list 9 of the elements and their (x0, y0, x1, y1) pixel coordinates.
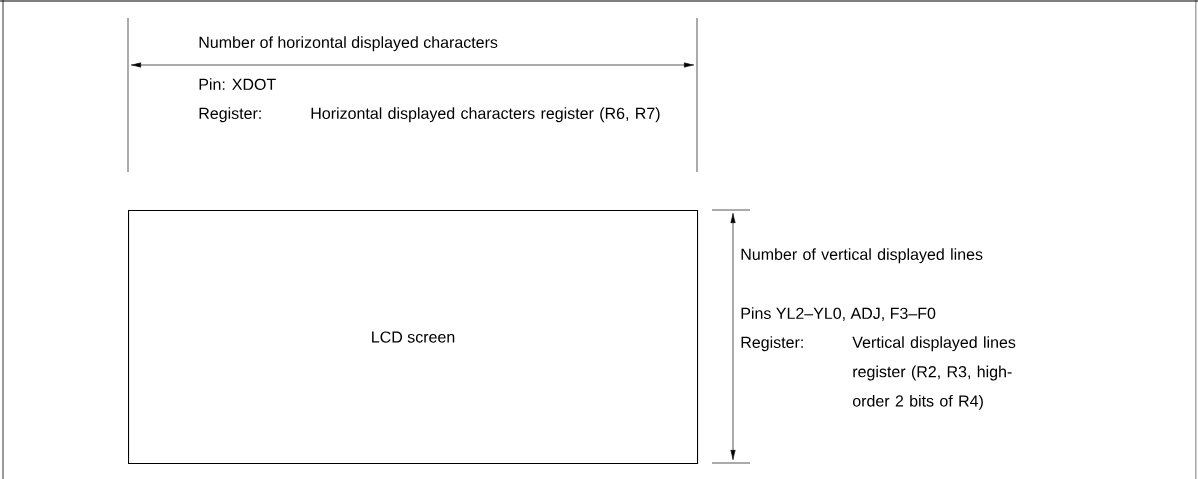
label-text: Vertical displayed lines register (R2, R3, high-order 2 bits of R4) (852, 336, 1016, 410)
label-text: Pins YL2–YL0, ADJ, F3–F0 (741, 307, 936, 321)
label-text: Number of vertical displayed lines (741, 248, 983, 264)
screen-box: LCD screen (128, 210, 699, 465)
label-text: Register: (199, 107, 261, 123)
label-text: Pin: XDOT (199, 78, 276, 90)
label-text: Register: (741, 336, 803, 352)
label-text: Number of horizontal displayed characters (199, 36, 498, 52)
label-text: Horizontal displayed characters register (R6, R7) (311, 107, 660, 123)
